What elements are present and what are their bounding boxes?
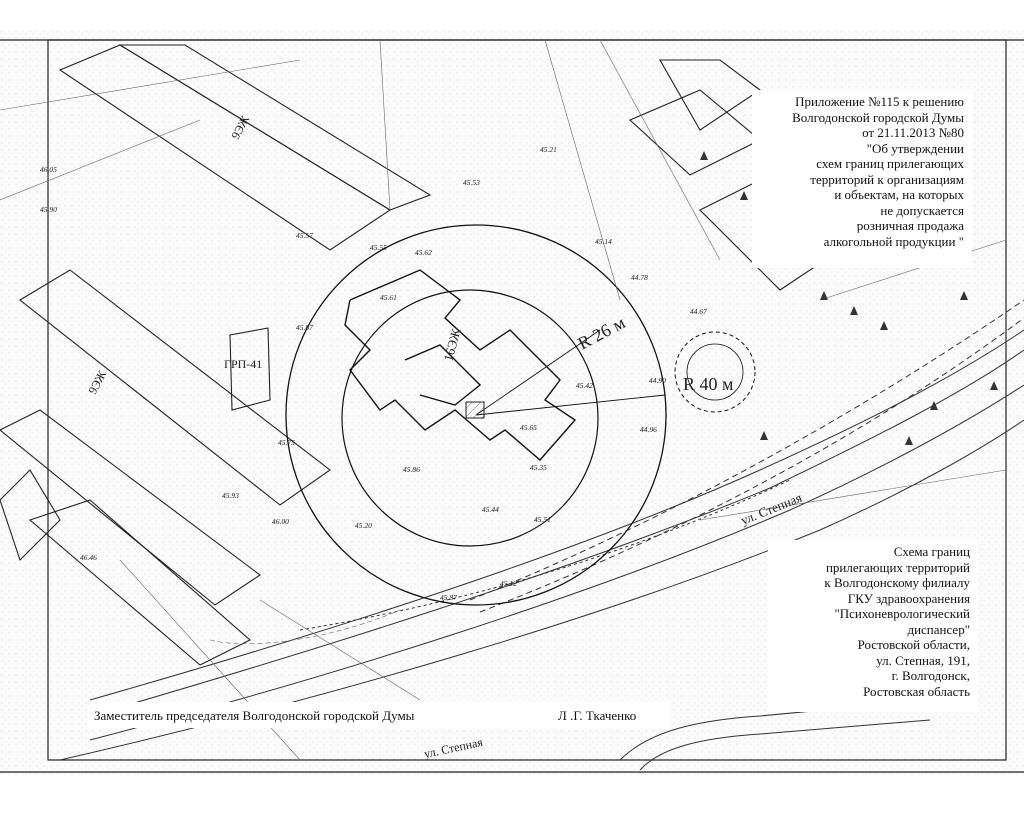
elevation-label: 45.44 [482,505,499,514]
elevation-label: 45.87 [440,593,457,602]
radius-label-40: R 40 м [683,374,733,394]
annex-line: не допускается [880,202,964,218]
elevation-label: 45.86 [403,465,420,474]
scheme-line: ул. Степная, 191, [876,652,970,668]
scheme-line: к Волгодонскому филиалу [824,575,970,590]
elevation-label: 45.57 [296,231,313,240]
survey-lines [0,39,1007,761]
annex-line: от 21.11.2013 №80 [862,125,964,140]
elevation-label: 45.65 [520,423,537,432]
scheme-line: г. Волгодонск, [891,668,970,683]
map-frame [0,39,1024,773]
elevation-label: 45.87 [296,323,313,332]
boundary-circles [285,224,756,606]
signature-strip: Заместитель председателя Волгодонской го… [88,702,670,728]
elevation-label: 45.61 [380,293,397,302]
scheme-line: Схема границ [893,544,970,559]
elevation-label: 44.78 [631,273,648,282]
elevation-label: 45.42 [576,381,593,390]
elevation-label: 45.93 [222,491,239,500]
elevation-label: 44.96 [640,425,657,434]
annex-caption-box: Приложение №115 к решению Волгодонской г… [752,90,972,268]
annex-line: схем границ прилегающих [816,156,964,171]
tree-marks [700,151,998,445]
elevation-label: 46.46 [80,553,97,562]
elevation-label: 46.05 [40,165,57,174]
annex-line: алкогольной продукции " [823,233,964,249]
hatched-plot [465,401,485,419]
scheme-line: Ростовской области, [857,637,970,652]
elevation-label: 45.51 [534,515,551,524]
elevation-label: 45.21 [540,145,557,154]
elevation-label: 44.90 [649,376,666,385]
elevation-label: 45.53 [463,178,480,187]
elevation-label: 45.35 [530,463,547,472]
elevation-label: 44.67 [690,307,707,316]
elevation-label: 45.75 [278,438,295,447]
scheme-line: Ростовская область [863,683,970,699]
elevation-label: 45.90 [40,205,57,214]
annex-line: розничная продажа [856,218,964,233]
building-label-grp: ГРП-41 [224,357,262,371]
annex-line: Приложение №115 к решению [795,94,964,109]
scheme-line: диспансер" [907,621,970,637]
annex-line: "Об утверждении [866,140,964,156]
central-building [344,269,577,461]
elevation-labels: 45.93 45.57 45.86 46.00 45.51 45.35 45.6… [40,145,707,602]
scheme-line: "Психоневрологический [834,606,970,621]
scheme-line: ГКУ здравоохранения [847,590,970,606]
annex-line: и объектам, на которых [834,187,964,202]
elevation-label: 46.00 [272,517,289,526]
annex-line: Волгодонской городской Думы [792,109,964,125]
scheme-line: прилегающих территорий [825,559,970,575]
elevation-label: 45.12 [500,579,517,588]
elevation-label: 45.14 [595,237,612,246]
scheme-caption-box: Схема границ прилегающих территорий к Во… [768,540,978,712]
annex-line: территорий к организациям [810,171,964,187]
elevation-label: 45.62 [415,248,432,257]
signatory-name: Л .Г. Ткаченко [558,708,637,723]
elevation-label: 45.55 [370,243,387,252]
signatory-title: Заместитель председателя Волгодонской го… [94,708,415,723]
elevation-label: 45.20 [355,521,372,530]
road-bands [59,299,1024,771]
